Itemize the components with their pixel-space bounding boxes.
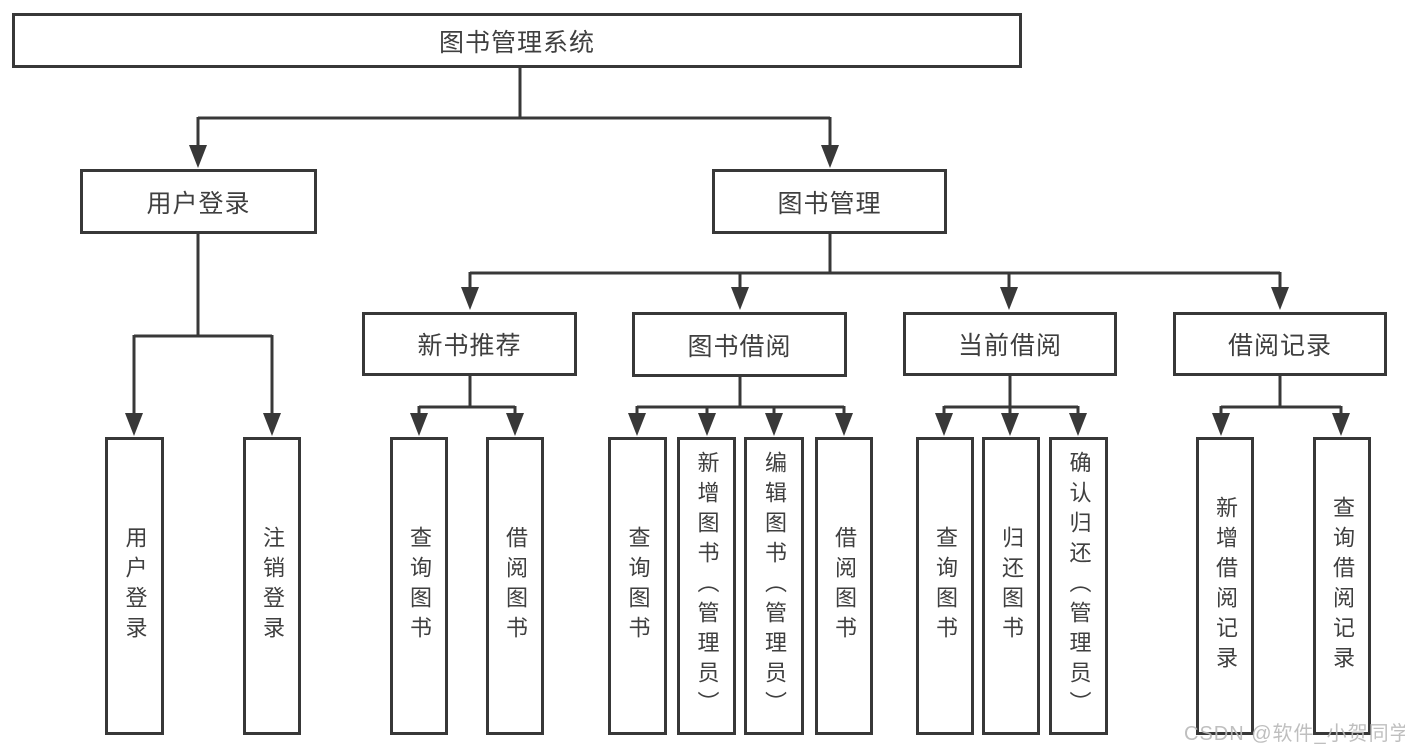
node-current-query-books-label: 查询图书 <box>933 526 958 646</box>
connector-book-management <box>468 233 1282 292</box>
node-query-borrow-record-label: 查询借阅记录 <box>1330 496 1355 676</box>
node-newrec-query-books-label: 查询图书 <box>407 526 432 646</box>
node-library-system: 图书管理系统 <box>12 13 1022 68</box>
connector-book-borrow <box>635 375 846 416</box>
node-newrec-borrow-books-label: 借阅图书 <box>503 526 528 646</box>
node-book-management-label: 图书管理 <box>777 189 882 218</box>
connector-user-login <box>132 233 274 416</box>
node-borrow-borrow-books: 借阅图书 <box>815 437 873 735</box>
node-book-borrow-label: 图书借阅 <box>687 332 792 361</box>
node-confirm-return-admin-label: 确认归还（管理员） <box>1066 451 1092 721</box>
node-leaf-user-login-label: 用户登录 <box>122 526 148 646</box>
node-user-login-group-label: 用户登录 <box>146 189 251 218</box>
arrowhead-icon <box>628 413 646 436</box>
node-new-book-recommend: 新书推荐 <box>362 312 577 376</box>
node-confirm-return-admin: 确认归还（管理员） <box>1049 437 1108 735</box>
connector-new-book-recommend <box>417 375 517 416</box>
arrowhead-icon <box>698 413 716 436</box>
arrowhead-icon <box>731 287 749 310</box>
node-add-borrow-record: 新增借阅记录 <box>1196 437 1254 735</box>
arrowhead-icon <box>1069 413 1087 436</box>
node-edit-book-admin-label: 编辑图书（管理员） <box>762 451 787 721</box>
node-current-query-books: 查询图书 <box>916 437 974 735</box>
arrowhead-icon <box>1212 413 1230 436</box>
arrowhead-icon <box>1332 413 1350 436</box>
node-return-book-label: 归还图书 <box>999 526 1024 646</box>
arrowhead-icon <box>935 413 953 436</box>
node-book-borrow: 图书借阅 <box>632 312 847 377</box>
arrowhead-icon <box>821 145 839 168</box>
node-borrow-records: 借阅记录 <box>1173 312 1387 376</box>
arrowhead-icon <box>765 413 783 436</box>
node-edit-book-admin: 编辑图书（管理员） <box>744 437 804 735</box>
node-borrow-query-books-label: 查询图书 <box>625 526 651 646</box>
node-current-borrow: 当前借阅 <box>903 312 1117 376</box>
connector-current-borrow <box>942 375 1080 416</box>
arrowhead-icon <box>1000 287 1018 310</box>
node-leaf-logout: 注销登录 <box>243 437 301 735</box>
node-add-book-admin: 新增图书（管理员） <box>677 437 736 735</box>
node-current-borrow-label: 当前借阅 <box>957 332 1062 360</box>
node-borrow-query-books: 查询图书 <box>608 437 667 735</box>
connector-root <box>196 67 832 150</box>
node-add-borrow-record-label: 新增借阅记录 <box>1213 496 1238 676</box>
arrowhead-icon <box>1001 413 1019 436</box>
arrowhead-icon <box>835 413 853 436</box>
node-leaf-logout-label: 注销登录 <box>260 526 285 646</box>
node-query-borrow-record: 查询借阅记录 <box>1313 437 1371 735</box>
arrowhead-icon <box>461 287 479 310</box>
node-newrec-borrow-books: 借阅图书 <box>486 437 544 735</box>
node-borrow-borrow-books-label: 借阅图书 <box>832 526 857 646</box>
arrowhead-icon <box>506 413 524 436</box>
arrowhead-icon <box>189 145 207 168</box>
watermark: CSDN @软件_小贺同学 <box>1184 723 1405 745</box>
node-add-book-admin-label: 新增图书（管理员） <box>694 451 720 721</box>
node-user-login-group: 用户登录 <box>80 169 317 234</box>
arrowhead-icon <box>263 413 281 436</box>
node-book-management: 图书管理 <box>712 169 947 234</box>
node-leaf-user-login: 用户登录 <box>105 437 164 735</box>
node-borrow-records-label: 借阅记录 <box>1227 332 1332 360</box>
arrowhead-icon <box>410 413 428 436</box>
node-library-system-label: 图书管理系统 <box>438 28 595 57</box>
connector-borrow-records <box>1219 375 1343 416</box>
node-return-book: 归还图书 <box>982 437 1040 735</box>
arrowhead-icon <box>1271 287 1289 310</box>
arrowhead-icon <box>125 413 143 436</box>
node-new-book-recommend-label: 新书推荐 <box>417 332 522 360</box>
node-newrec-query-books: 查询图书 <box>390 437 448 735</box>
